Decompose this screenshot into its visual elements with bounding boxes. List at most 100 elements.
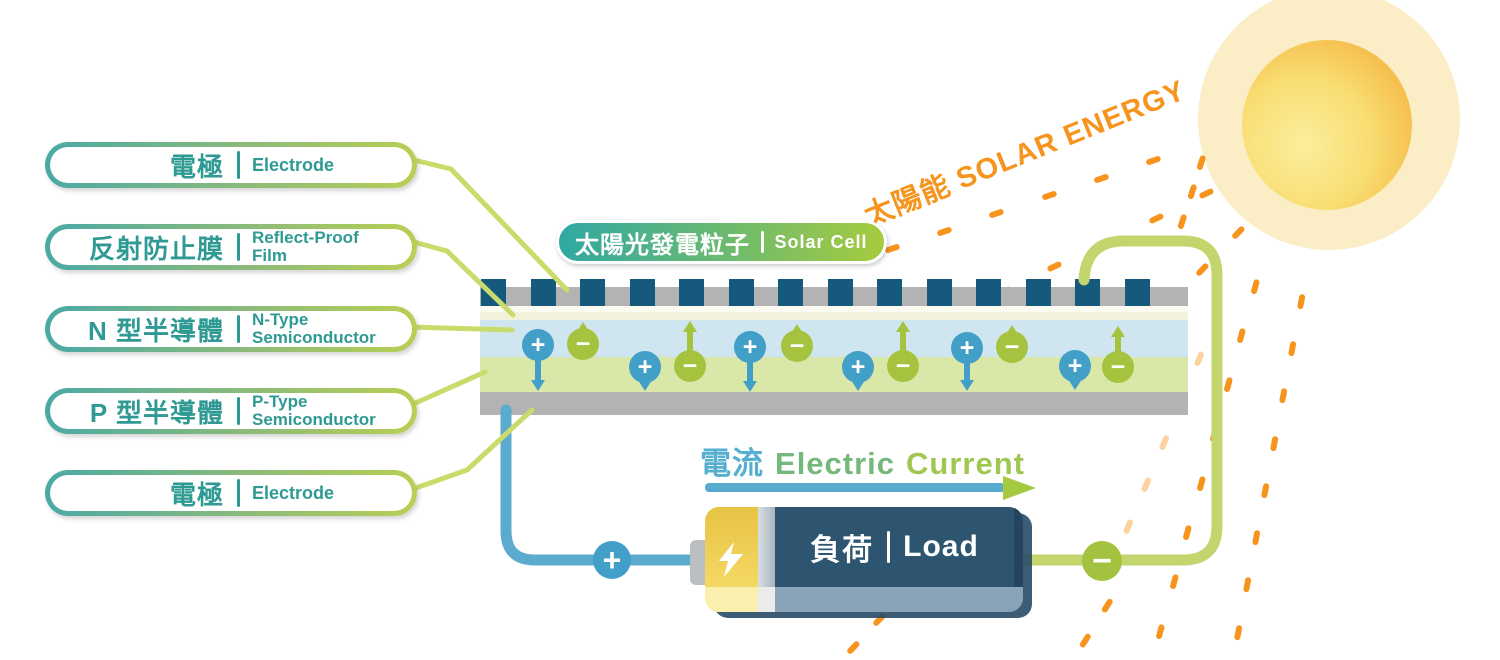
callout-en-label: Electrode <box>240 154 412 175</box>
plus-arrow-shaft <box>535 345 541 382</box>
battery-bottom-strip <box>775 587 1023 612</box>
arrow-down-icon <box>637 380 652 391</box>
layer-offwhite <box>480 306 1188 312</box>
callout-en-line: Reflect-Proof <box>252 228 359 247</box>
callout-line-electrode-bottom <box>410 407 535 492</box>
label-separator <box>761 231 764 253</box>
callout-line-n-type <box>406 324 515 333</box>
solar-cell-label-zh: 太陽光發電粒子 <box>575 231 750 259</box>
callout-pill-inner: 電極 Electrode <box>50 475 412 511</box>
arrow-up-icon <box>789 324 804 335</box>
callout-en-label: Electrode <box>240 482 412 503</box>
callout-separator <box>237 151 240 179</box>
callout-pill-4: 電極 Electrode <box>45 470 417 516</box>
arrow-up-icon <box>682 321 697 332</box>
arrow-down-icon <box>530 380 545 391</box>
arrow-up-icon <box>1004 325 1019 336</box>
solar-cell-label-pill: 太陽光發電粒子 Solar Cell <box>556 220 887 264</box>
callout-separator <box>237 397 240 425</box>
callout-separator <box>237 233 240 261</box>
electrode-finger <box>580 279 605 306</box>
minus-arrow-shaft <box>687 330 693 366</box>
plus-charge-icon: + <box>734 331 766 363</box>
positive-node: + <box>593 541 631 579</box>
battery-yellow-cap <box>705 507 758 612</box>
callout-zh-label: 電極 <box>169 151 224 182</box>
minus-charge-icon: − <box>674 350 706 382</box>
minus-charge-icon: − <box>996 331 1028 363</box>
callout-zh-label: N 型半導體 <box>87 315 224 346</box>
lightning-bolt-icon <box>719 542 743 577</box>
callout-line-electrode-top <box>407 156 570 293</box>
plus-arrow-shaft <box>747 347 753 383</box>
load-label-en: Load <box>903 530 979 563</box>
electrode-finger <box>877 279 902 306</box>
plus-charge-icon: + <box>1059 350 1091 382</box>
plus-charge-icon: + <box>842 351 874 383</box>
electrode-finger <box>827 279 853 306</box>
arrow-down-icon <box>742 381 757 392</box>
callout-en-line: Film <box>252 246 287 265</box>
current-label-zh: 電流 <box>700 446 765 481</box>
arrow-down-icon <box>1067 379 1082 390</box>
layer-reflect-proof-film <box>480 312 1188 320</box>
minus-charge-icon: − <box>1102 351 1134 383</box>
load-label: 負荷 Load <box>775 507 1014 587</box>
battery-yellow-strip <box>705 587 758 612</box>
battery-silver-strip <box>758 587 775 612</box>
arrow-down-icon <box>959 380 974 391</box>
plus-charge-icon: + <box>522 329 554 361</box>
callout-en-line: Electrode <box>252 154 335 175</box>
sun-icon <box>1242 40 1412 210</box>
electrode-finger <box>728 279 754 306</box>
callout-lines <box>406 156 570 492</box>
plus-charge-icon: + <box>629 351 661 383</box>
arrow-up-icon <box>1110 326 1125 337</box>
callout-separator <box>237 479 240 507</box>
current-label-en-1: Electric <box>775 446 896 481</box>
electrode-finger <box>679 279 704 306</box>
electrode-finger <box>976 279 1001 306</box>
arrow-up-icon <box>895 321 910 332</box>
solar-cell-label-en: Solar Cell <box>774 231 868 252</box>
callout-en-line: Semiconductor <box>252 410 376 429</box>
callout-line-reflect-film <box>407 238 516 318</box>
callout-en-line: Semiconductor <box>252 328 376 347</box>
arrow-down-icon <box>850 380 865 391</box>
callout-zh-label: P 型半導體 <box>89 397 224 428</box>
arrow-up-icon <box>575 322 590 333</box>
callout-zh-label: 電極 <box>169 479 224 510</box>
wire-positive-blue <box>500 404 708 566</box>
callout-en-line: P-Type <box>252 392 308 411</box>
electrode-finger <box>778 279 803 306</box>
callout-pill-0: 電極 Electrode <box>45 142 417 188</box>
electrode-finger <box>1124 279 1150 306</box>
electrode-finger <box>926 279 952 306</box>
plus-charge-icon: + <box>951 332 983 364</box>
electrode-finger <box>530 279 556 306</box>
battery-silver-band <box>758 507 775 612</box>
callout-en-line: Electrode <box>252 482 335 503</box>
layer-bottom-electrode <box>480 392 1188 415</box>
minus-charge-icon: − <box>567 328 599 360</box>
wire-negative-green <box>1020 235 1223 566</box>
electrode-finger <box>1025 279 1051 306</box>
current-arrow-head <box>1003 476 1036 500</box>
load-battery: 負荷 Load <box>705 507 1023 612</box>
minus-arrow-shaft <box>900 330 906 366</box>
load-label-separator <box>887 531 891 563</box>
callout-separator <box>237 315 240 343</box>
load-label-zh: 負荷 <box>810 534 875 567</box>
